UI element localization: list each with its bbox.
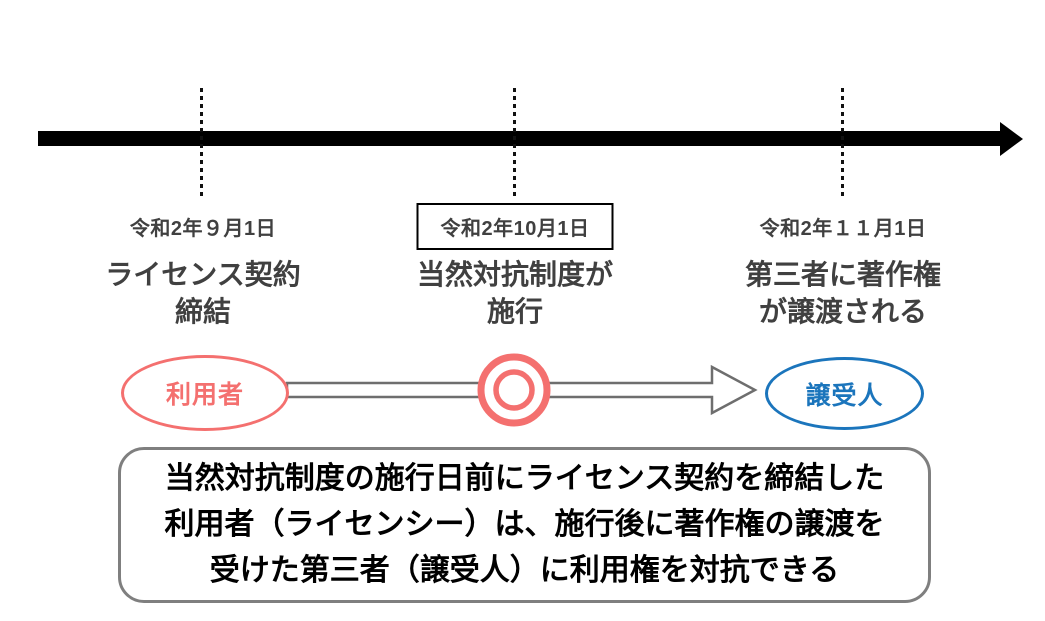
assignee-label: 譲受人 [805, 381, 884, 410]
date-label-3: 令和2年１１月1日 [759, 218, 927, 240]
summary-text: 当然対抗制度の施行日前にライセンス契約を締結した 利用者（ライセンシー）は、施行… [164, 462, 885, 587]
licensee-oval: 利用者 [121, 355, 289, 431]
licensee-label: 利用者 [165, 381, 244, 409]
timeline-arrowhead-icon [1000, 122, 1023, 156]
milestone-tick-1 [200, 88, 203, 200]
double-circle-marker-icon [477, 353, 551, 427]
milestone-tick-2 [513, 88, 516, 200]
event-label-copyright-transferred: 第三者に著作権 が譲渡される [744, 259, 942, 327]
timeline-axis [38, 131, 1002, 146]
date-label-2-boxed: 令和2年10月1日 [416, 203, 614, 250]
assignee-oval: 譲受人 [765, 357, 924, 430]
milestone-tick-3 [841, 88, 844, 200]
event-label-license-contract: ライセンス契約 締結 [105, 259, 301, 327]
event-label-system-enforced: 当然対抗制度が 施行 [416, 259, 614, 327]
date-label-1: 令和2年９月1日 [129, 218, 277, 240]
summary-box: 当然対抗制度の施行日前にライセンス契約を締結した 利用者（ライセンシー）は、施行… [118, 447, 931, 603]
